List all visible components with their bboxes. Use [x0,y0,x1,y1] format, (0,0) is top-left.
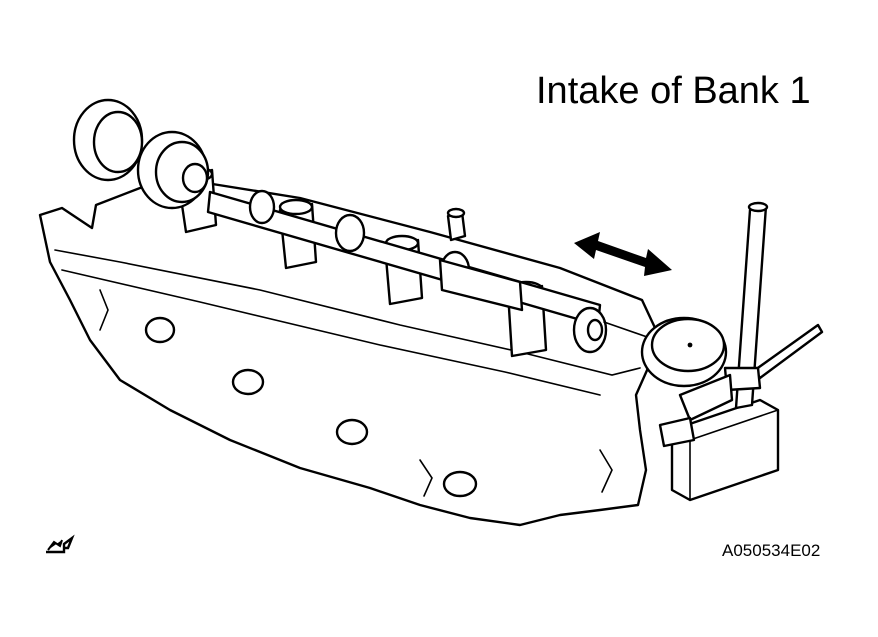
double-arrow-icon [574,232,672,276]
page-title: Intake of Bank 1 [536,70,811,112]
cam-sprocket [72,98,210,210]
dial-indicator-icon [603,316,728,388]
camshaft [206,189,608,354]
cylinder-head [38,176,658,527]
indicator-stand [658,201,824,448]
magnetic-base [670,398,780,502]
check-mark-icon [46,534,75,554]
figure-code: A050534E02 [722,541,821,560]
